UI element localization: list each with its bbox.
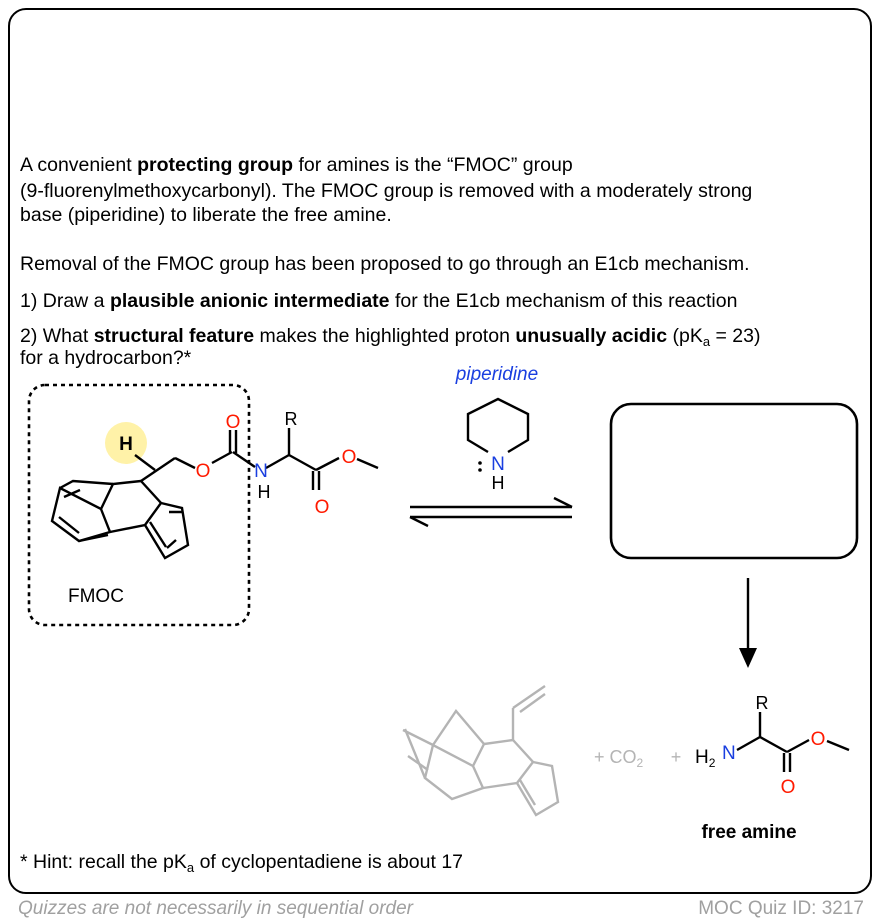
footer-quiz-id: MOC Quiz ID: 3217 (698, 898, 864, 919)
fluorene-core (50, 454, 190, 560)
down-arrow-head (739, 648, 757, 668)
equilibrium-arrows (409, 496, 573, 528)
amine-ester-alkoxy-oxygen: O (811, 729, 826, 750)
dibenzofulvene (402, 685, 560, 817)
piperidine-nh-hydrogen: H (492, 473, 505, 493)
question-1: 1) Draw a plausible anionic intermediate… (20, 290, 738, 312)
hint: * Hint: recall the pKa of cyclopentadien… (20, 851, 464, 875)
lone-pair-dot (478, 468, 482, 472)
answer-box[interactable] (609, 402, 859, 560)
ester-alkoxy-oxygen: O (342, 447, 357, 468)
amine-r-group: R (756, 693, 769, 713)
byproduct-co2: + CO2 (594, 747, 644, 770)
lone-pair-dot (478, 461, 482, 465)
r-group: R (285, 409, 298, 429)
question-2-line-2: for a hydrocarbon?* (20, 347, 192, 369)
carbamate-nitrogen: N (254, 461, 268, 482)
amine-h2: H2 (695, 747, 716, 770)
intro-line-1: A convenient protecting group for amines… (20, 154, 573, 176)
plus-sign: + (671, 747, 682, 767)
carbamate-chain (140, 428, 379, 490)
highlighted-proton-label: H (119, 434, 133, 455)
question-2: 2) What structural feature makes the hig… (20, 325, 761, 349)
footer-disclaimer: Quizzes are not necessarily in sequentia… (18, 898, 413, 919)
nh-hydrogen: H (258, 482, 271, 502)
carbonyl-oxygen: O (226, 412, 241, 433)
intro-line-2: (9-fluorenylmethoxycarbonyl). The FMOC g… (20, 180, 753, 202)
piperidine-nitrogen: N (491, 454, 505, 475)
intro-line-3: base (piperidine) to liberate the free a… (20, 204, 392, 226)
free-amine-skeleton (736, 712, 850, 772)
quiz-frame (8, 8, 872, 894)
fmoc-dashed-box (27, 383, 251, 627)
ester-carbonyl-oxygen: O (315, 497, 330, 518)
piperidine-ring (466, 397, 530, 454)
mechanism-statement: Removal of the FMOC group has been propo… (20, 253, 750, 275)
ester-oxygen: O (196, 461, 211, 482)
acidic-proton-highlight (105, 422, 147, 464)
fmoc-label: FMOC (68, 586, 124, 607)
reagent-label: piperidine (455, 364, 538, 385)
free-amine-label: free amine (701, 822, 796, 843)
amine-nitrogen: N (722, 743, 736, 764)
amine-ester-carbonyl-oxygen: O (781, 777, 796, 798)
